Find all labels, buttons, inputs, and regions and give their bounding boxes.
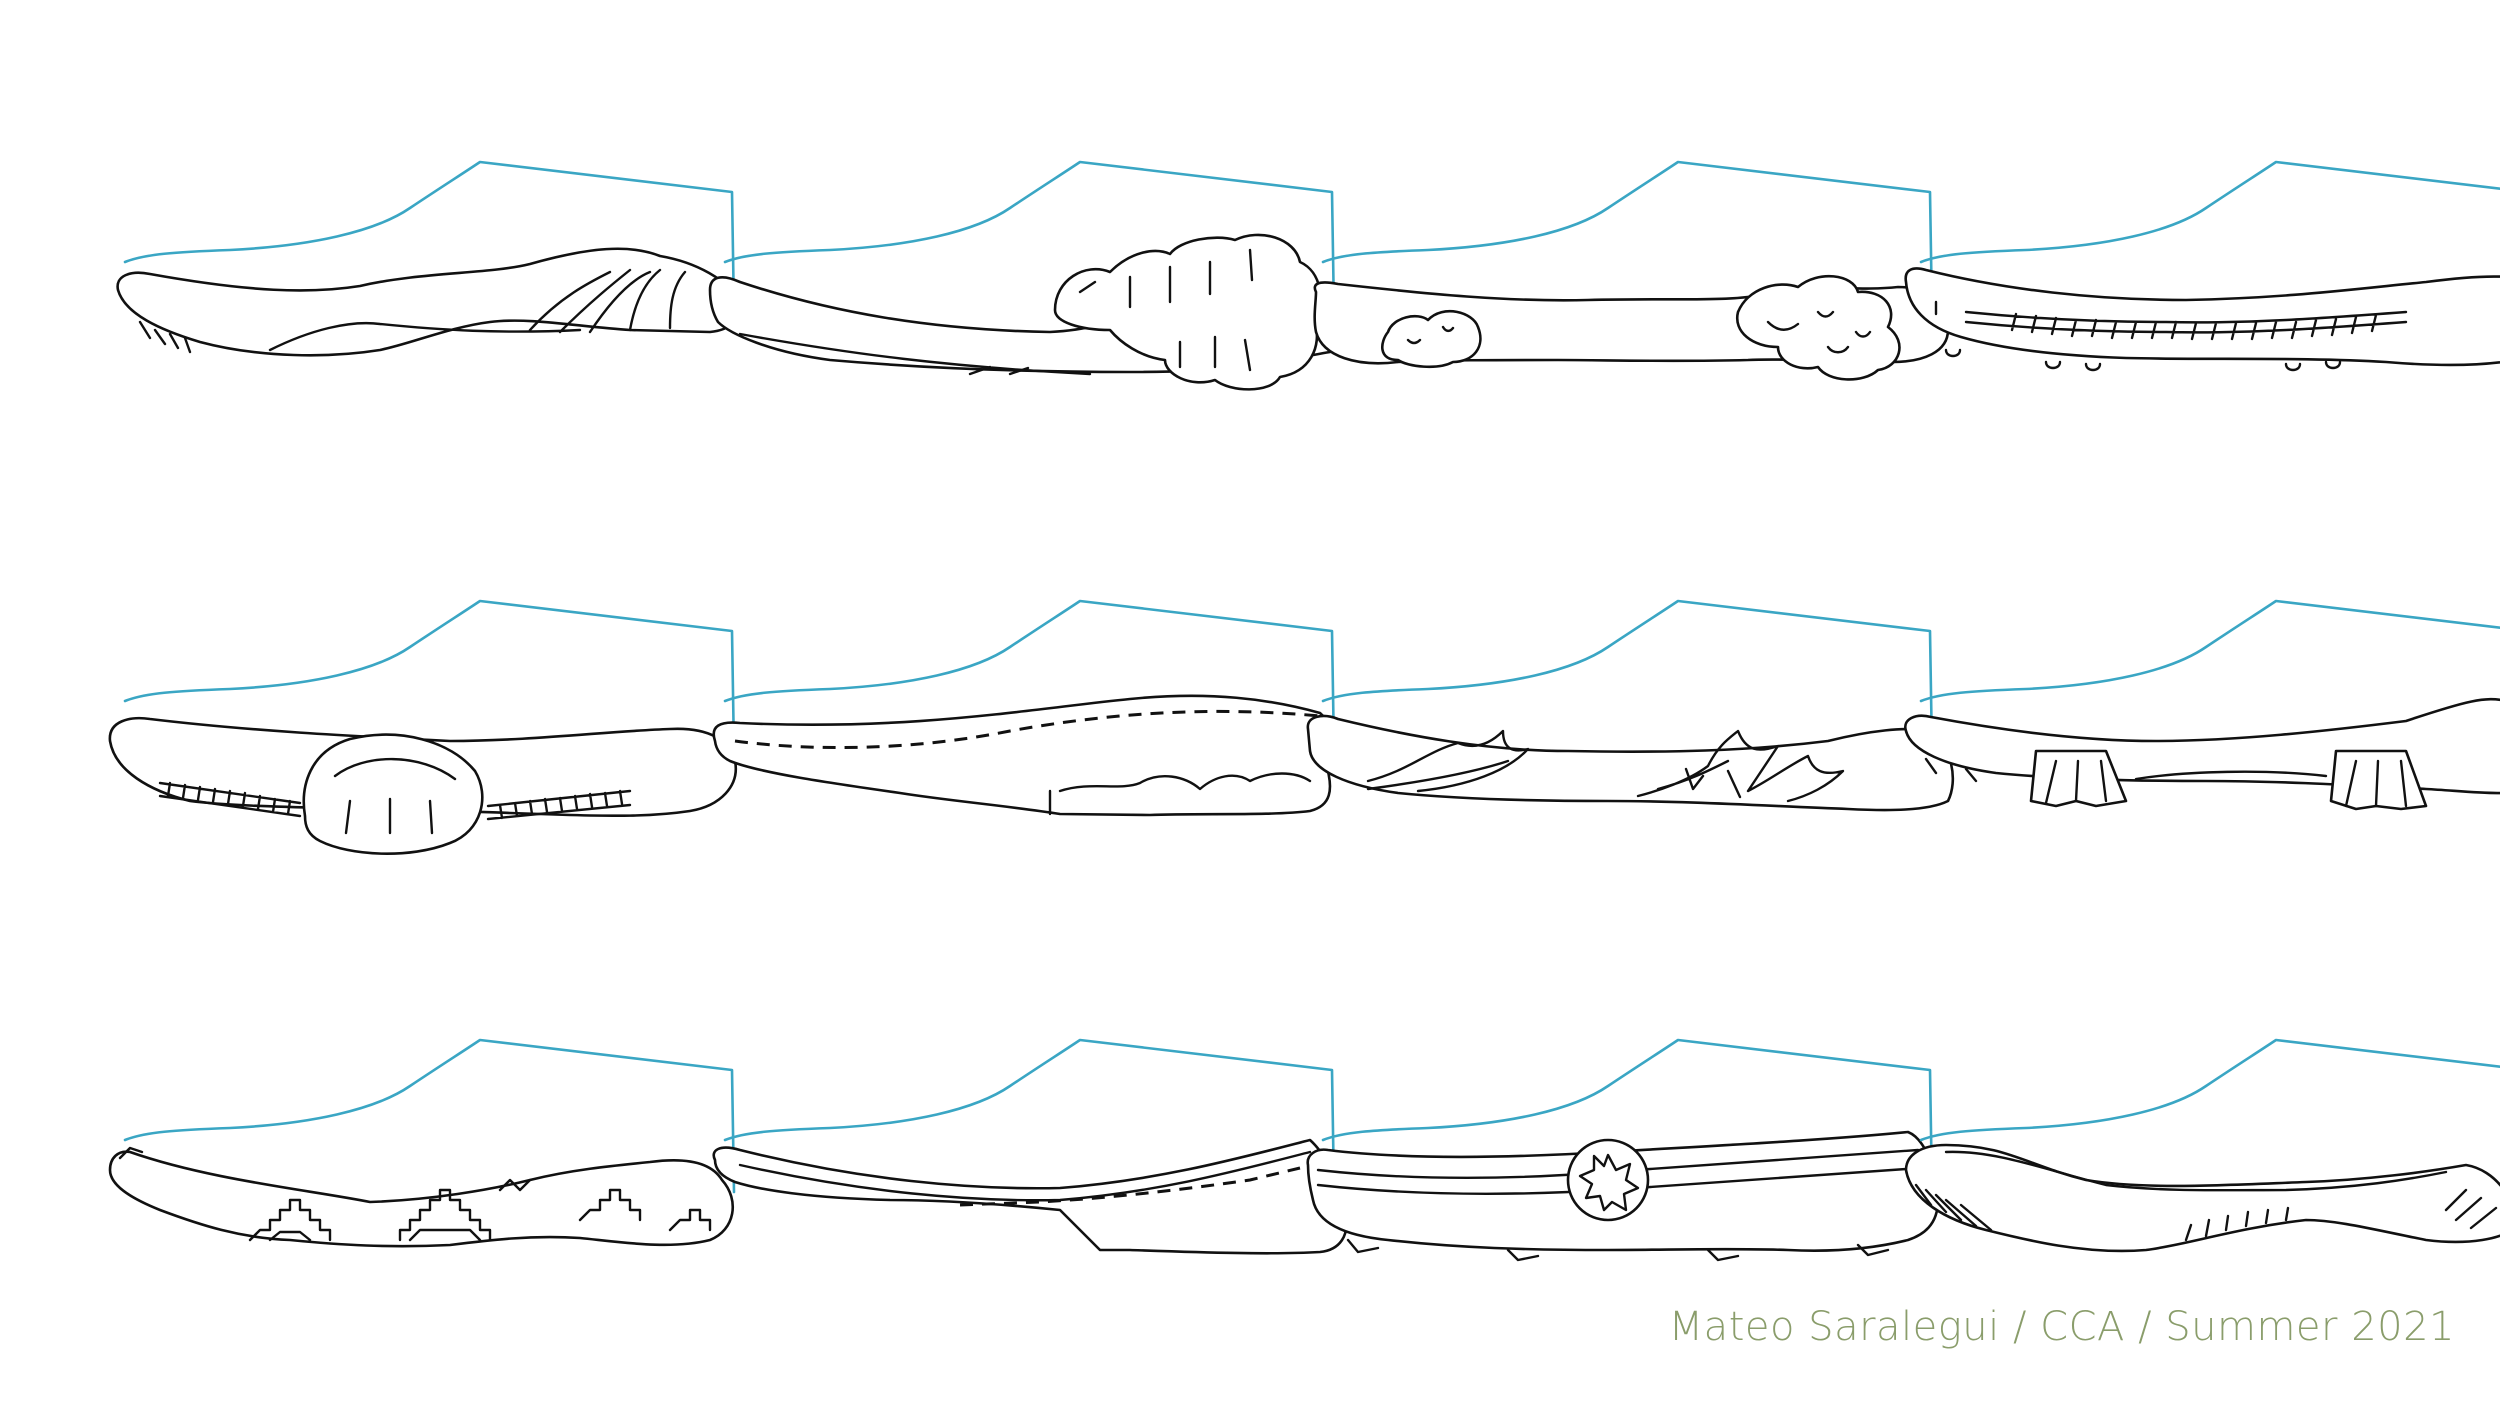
shoe-sketch-8 bbox=[1904, 599, 2500, 811]
upper-outline bbox=[1321, 599, 1934, 755]
arch-pod bbox=[302, 733, 484, 855]
wavy-heel bbox=[1048, 772, 1312, 816]
stitch-line bbox=[959, 1166, 1301, 1207]
stitch-line bbox=[734, 709, 1321, 750]
shoe-sketch-4 bbox=[1904, 160, 2500, 372]
inner-line bbox=[1944, 1150, 2448, 1192]
author-credit: Mateo Saralegui / CCA / Summer 2021 bbox=[1668, 1304, 2455, 1350]
shoe-sketch-12 bbox=[1904, 1038, 2500, 1253]
sole bbox=[712, 694, 1334, 817]
shoe-sketch-2 bbox=[708, 160, 1336, 391]
shoe-sketch-3 bbox=[1313, 160, 1950, 381]
fungus-detail bbox=[738, 248, 1254, 376]
sole bbox=[1306, 714, 1955, 812]
shoe-sketch-5 bbox=[108, 599, 738, 855]
shoe-sketch-9 bbox=[108, 1038, 736, 1248]
flame-motif bbox=[1366, 729, 1845, 803]
shoe-sketch-1 bbox=[116, 160, 741, 357]
shoe-sketch-11 bbox=[1306, 1038, 1940, 1262]
shoe-sketch-6 bbox=[712, 599, 1336, 817]
shoe-sketch-10 bbox=[712, 1038, 1348, 1255]
sole bbox=[1904, 1143, 2500, 1253]
rope-welt bbox=[1934, 300, 2408, 372]
growth-cluster bbox=[1381, 274, 1901, 381]
fringe-detail bbox=[1924, 757, 2408, 808]
tread bbox=[1346, 1238, 1890, 1262]
shoe-sketch-7 bbox=[1306, 599, 1955, 812]
sole bbox=[1904, 267, 2500, 367]
sole bbox=[712, 1138, 1348, 1255]
star-badge bbox=[1566, 1138, 1650, 1222]
growth-detail bbox=[1406, 310, 1872, 354]
sole bbox=[108, 1150, 735, 1248]
grid-mesh bbox=[158, 757, 632, 835]
stepped-pattern bbox=[118, 1146, 712, 1242]
sole bbox=[116, 247, 741, 357]
sole-detail bbox=[138, 268, 687, 354]
hatching bbox=[1914, 1183, 2498, 1242]
